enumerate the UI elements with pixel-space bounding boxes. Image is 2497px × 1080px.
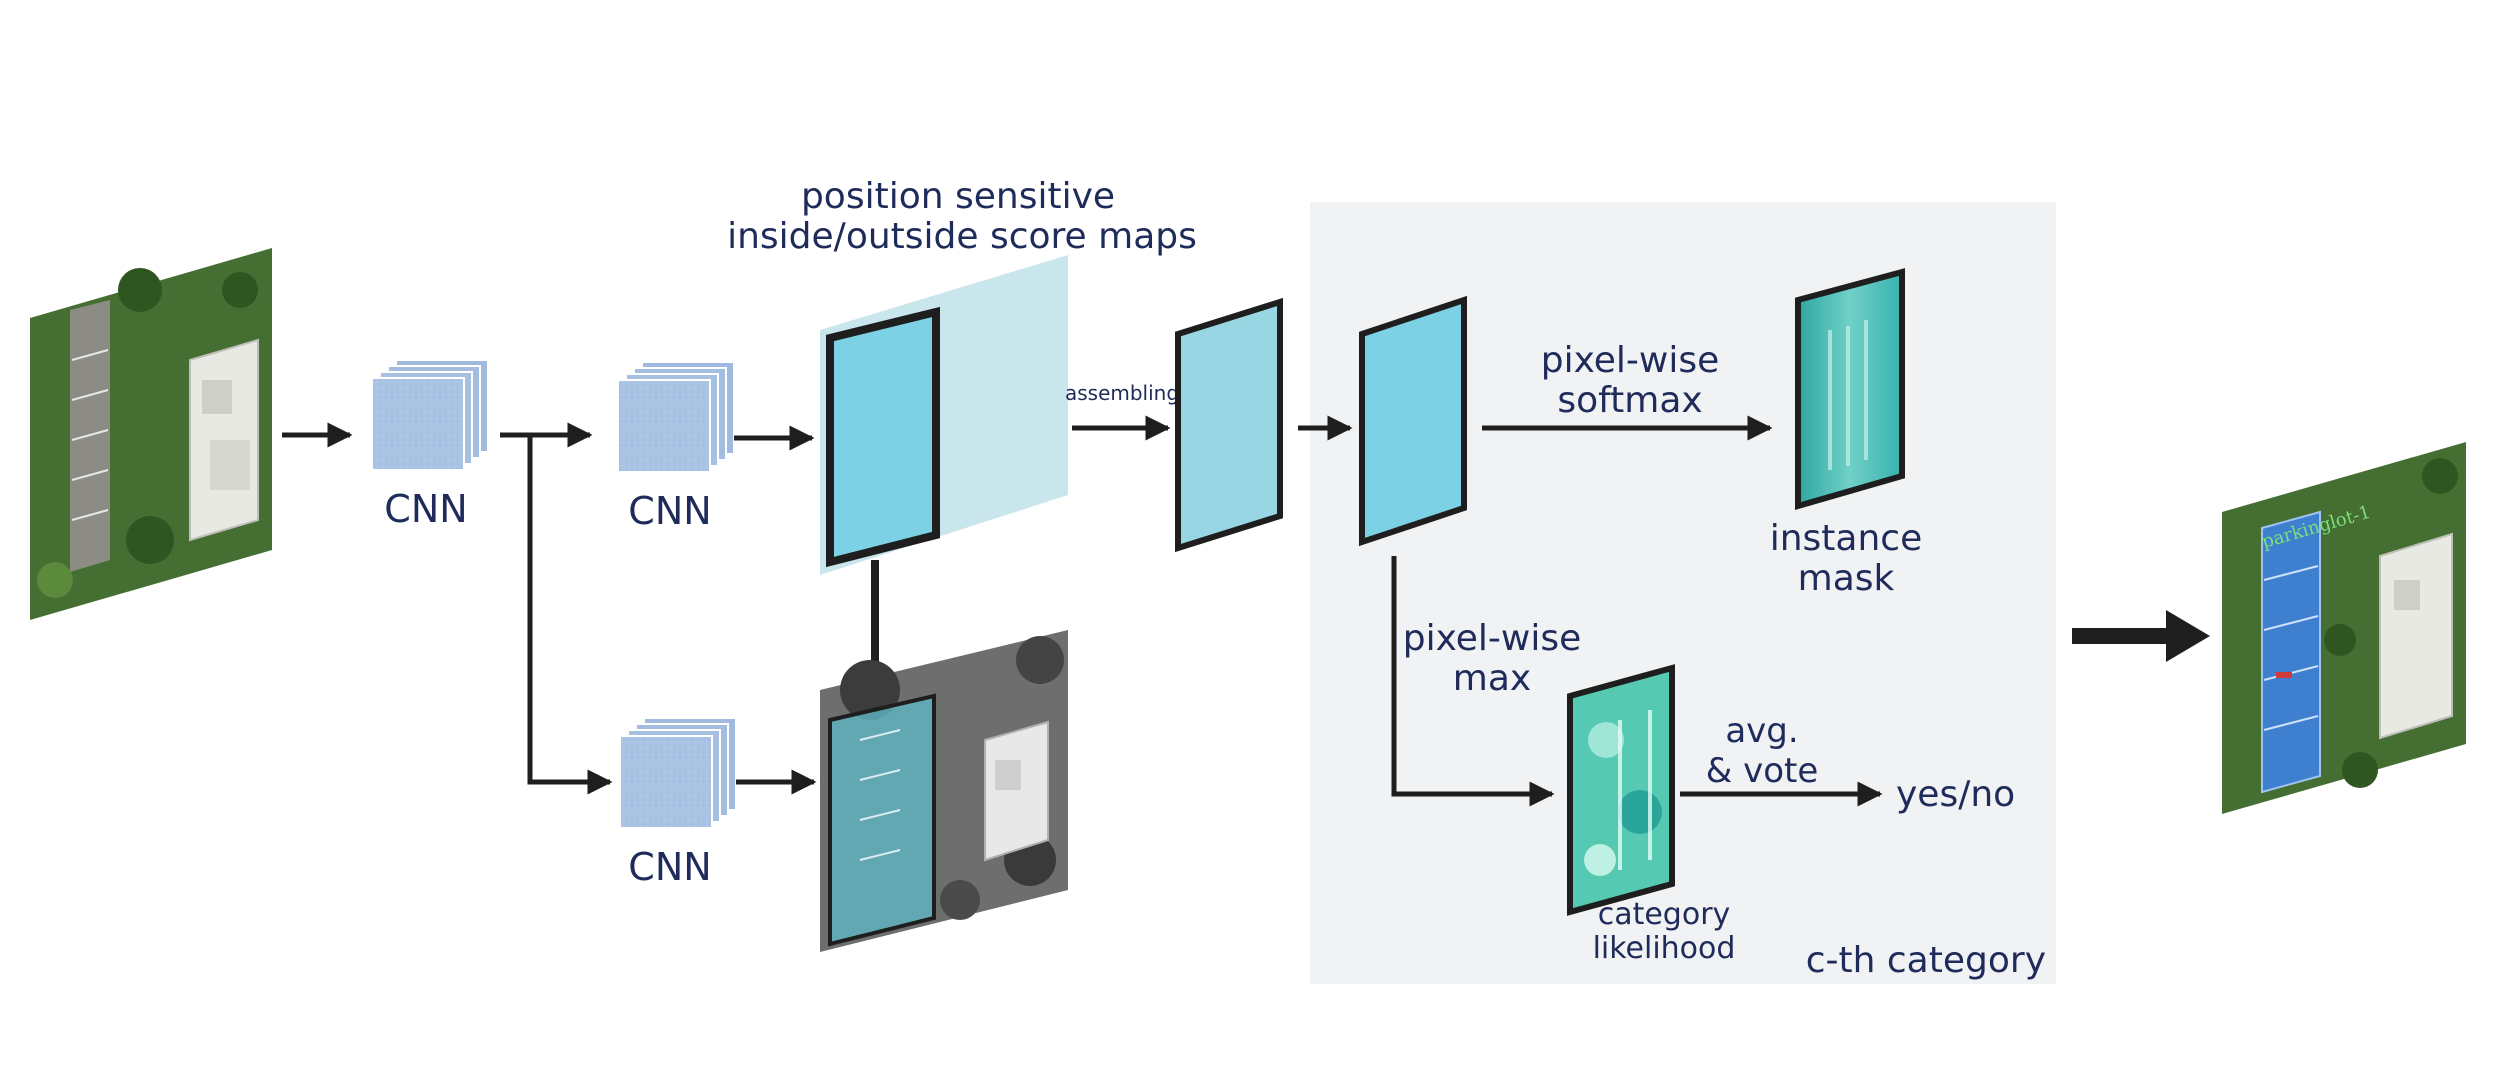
output-aerial-image [2222, 442, 2466, 814]
category-likelihood-map [1567, 664, 1675, 916]
scoremaps-title-line1: position sensitive [801, 176, 1115, 217]
yes-no-output: yes/no [1896, 774, 2015, 815]
cnn-stack-2 [617, 361, 735, 473]
vote-label-line2: & vote [1706, 751, 1819, 791]
assembling-label: assembling [1065, 381, 1179, 405]
max-label-line1: pixel-wise [1403, 618, 1582, 659]
roi-aerial-image [820, 630, 1068, 952]
cnn-label-3: CNN [628, 845, 711, 889]
cnn-stack-1 [371, 359, 489, 471]
max-label-line2: max [1453, 658, 1531, 699]
likelihood-label-line1: category [1598, 897, 1731, 932]
input-aerial-image [30, 248, 272, 620]
arrow-cnn1-to-cnn3 [527, 435, 613, 795]
arrow-pixelwise-max [1391, 556, 1555, 807]
instance-mask-label-line2: mask [1798, 558, 1895, 599]
vote-label-line1: avg. [1725, 711, 1798, 751]
scoremap-front [826, 306, 940, 568]
roi-score-map [1359, 295, 1467, 547]
softmax-label-line2: softmax [1557, 380, 1702, 421]
cnn-label-1: CNN [384, 487, 467, 531]
scoremaps-title-line2: inside/outside score maps [727, 216, 1197, 257]
softmax-label-line1: pixel-wise [1541, 340, 1720, 381]
cnn-stack-3 [619, 717, 737, 829]
cnn-label-2: CNN [628, 489, 711, 533]
cth-category-label: c-th category [1806, 940, 2046, 981]
likelihood-label-line2: likelihood [1593, 931, 1736, 966]
instance-mask-label-line1: instance [1770, 518, 1923, 559]
instance-mask-map [1795, 268, 1905, 510]
assembled-map [1175, 297, 1283, 553]
arrow-to-output [2072, 610, 2210, 662]
